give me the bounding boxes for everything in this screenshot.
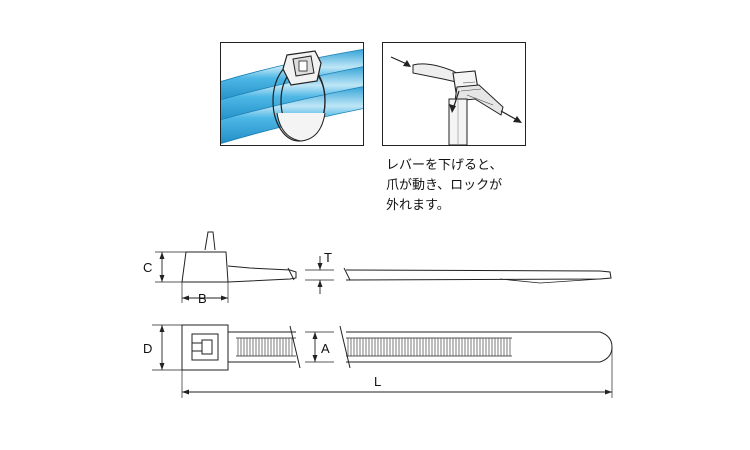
dimension-t bbox=[305, 256, 334, 294]
label-c: C bbox=[143, 260, 152, 275]
label-d: D bbox=[143, 341, 152, 356]
dimension-b bbox=[181, 282, 229, 303]
dimension-a bbox=[305, 331, 334, 363]
lever-instruction-caption: レバーを下げると、 爪が動き、ロックが 外れます。 bbox=[386, 158, 503, 213]
illustration-tie-on-cables bbox=[220, 42, 364, 146]
dimension-d bbox=[152, 324, 182, 371]
label-b: B bbox=[198, 291, 207, 306]
illustration-lever-release bbox=[382, 42, 526, 146]
lever-release-illustration bbox=[390, 56, 522, 145]
tie-loop bbox=[272, 50, 326, 142]
dimension-l bbox=[181, 347, 613, 398]
cable-bundle-illustration bbox=[221, 48, 363, 144]
label-t: T bbox=[324, 250, 332, 265]
tie-head-with-lever bbox=[412, 63, 504, 145]
dimension-c bbox=[155, 251, 186, 283]
serration-teeth bbox=[237, 338, 511, 356]
motion-arrows bbox=[390, 56, 522, 123]
label-l: L bbox=[374, 374, 381, 389]
side-view bbox=[181, 231, 612, 284]
label-a: A bbox=[321, 341, 330, 356]
top-view bbox=[181, 324, 613, 371]
